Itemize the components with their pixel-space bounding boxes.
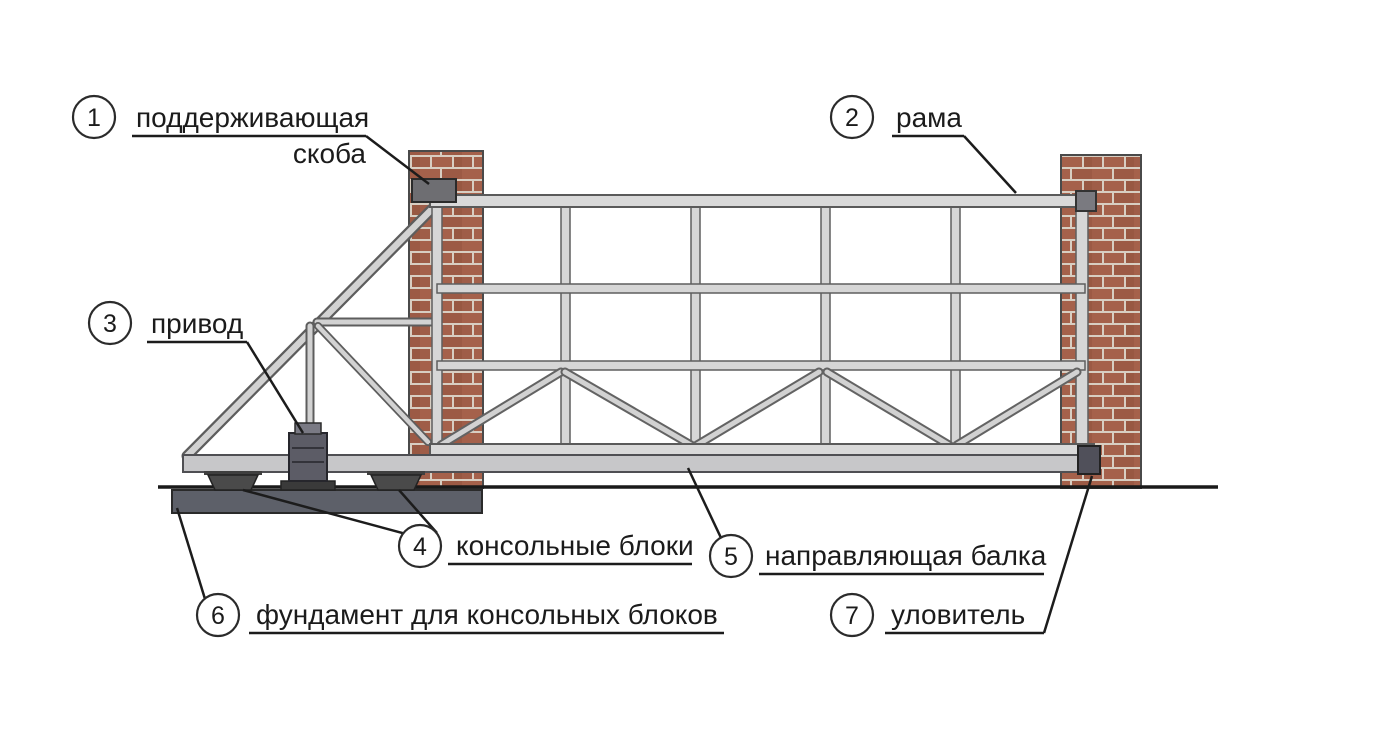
- frame-vertical-1: [560, 206, 571, 446]
- callout-3: 3 привод: [87, 300, 243, 346]
- leader-line-6: [175, 507, 207, 600]
- callout-3-number: 3: [103, 310, 117, 338]
- callout-5-label: направляющая балка: [765, 540, 1047, 571]
- right-brick-pillar: [1060, 154, 1142, 489]
- callout-6-label: фундамент для консольных блоков: [256, 599, 718, 630]
- beam-end-plate: [1075, 190, 1097, 212]
- frame-left-upright: [431, 195, 443, 449]
- frame-vertical-3: [820, 206, 831, 446]
- frame-vertical-2: [690, 206, 701, 446]
- frame-right-upright: [1075, 206, 1089, 446]
- cantilever-block-2-body: [369, 474, 423, 491]
- callout-2-label: рама: [896, 102, 962, 133]
- callout-1-number: 1: [87, 104, 101, 132]
- truss-diagonal-4: [824, 369, 952, 448]
- drive-base: [280, 480, 336, 491]
- callout-3-circle: [87, 300, 133, 346]
- leader-line-1: [365, 135, 430, 185]
- drive-body: [288, 432, 328, 482]
- gate-frame: [181, 190, 1097, 462]
- callout-4-number: 4: [413, 533, 427, 561]
- cantilever-block-1-body: [206, 474, 260, 491]
- callout-5-number: 5: [724, 543, 738, 571]
- drive-unit: [280, 422, 336, 491]
- callout-5: 5 направляющая балка: [708, 533, 1047, 579]
- leader-line-5: [686, 467, 724, 541]
- foundation-slab: [171, 489, 483, 514]
- cantilever-block-2-plate: [367, 471, 425, 475]
- callout-7-number: 7: [845, 602, 859, 630]
- cantilever-block-1-plate: [204, 471, 262, 475]
- callout-5-circle: [708, 533, 754, 579]
- callout-6-circle: [195, 592, 241, 638]
- cantilever-block-1: [204, 471, 262, 491]
- truss-diagonal-1: [438, 369, 564, 448]
- callout-2: 2 рама: [829, 94, 962, 140]
- callout-1: 1 поддерживающая скоба: [71, 94, 369, 169]
- tail-brace-diagonal: [315, 323, 431, 445]
- mid-rail-lower: [436, 360, 1086, 371]
- callout-3-label: привод: [151, 308, 243, 339]
- callout-7-label: уловитель: [891, 599, 1025, 630]
- callout-4-label: консольные блоки: [456, 530, 694, 561]
- catcher: [1077, 445, 1101, 475]
- leader-line-7: [1042, 475, 1094, 634]
- bottom-rail: [429, 443, 1095, 456]
- leader-line-4b: [398, 489, 438, 534]
- callout-7-circle: [829, 592, 875, 638]
- callout-1-circle: [71, 94, 117, 140]
- truss-diagonal-5: [954, 369, 1080, 448]
- callout-7: 7 уловитель: [829, 592, 1025, 638]
- truss-diagonal-3: [694, 369, 822, 448]
- leader-line-4a: [242, 488, 433, 543]
- callout-4: 4 консольные блоки: [397, 523, 694, 569]
- truss-diagonal-2: [562, 369, 694, 448]
- frame-vertical-4: [950, 206, 961, 446]
- callout-2-circle: [829, 94, 875, 140]
- leader-line-2: [963, 135, 1017, 194]
- callout-1-label-line1: поддерживающая: [136, 102, 369, 133]
- leader-line-3: [245, 341, 305, 434]
- callout-6-number: 6: [211, 602, 225, 630]
- supporting-bracket: [411, 178, 457, 203]
- callout-6: 6 фундамент для консольных блоков: [195, 592, 718, 638]
- cantilever-block-2: [367, 471, 425, 491]
- mid-rail-upper: [436, 283, 1086, 294]
- drive-cap: [294, 422, 322, 435]
- top-beam: [429, 194, 1095, 208]
- leader-lines: [132, 134, 1094, 635]
- callout-2-number: 2: [845, 104, 859, 132]
- callout-4-circle: [397, 523, 443, 569]
- callout-1-label-line2: скоба: [293, 138, 367, 169]
